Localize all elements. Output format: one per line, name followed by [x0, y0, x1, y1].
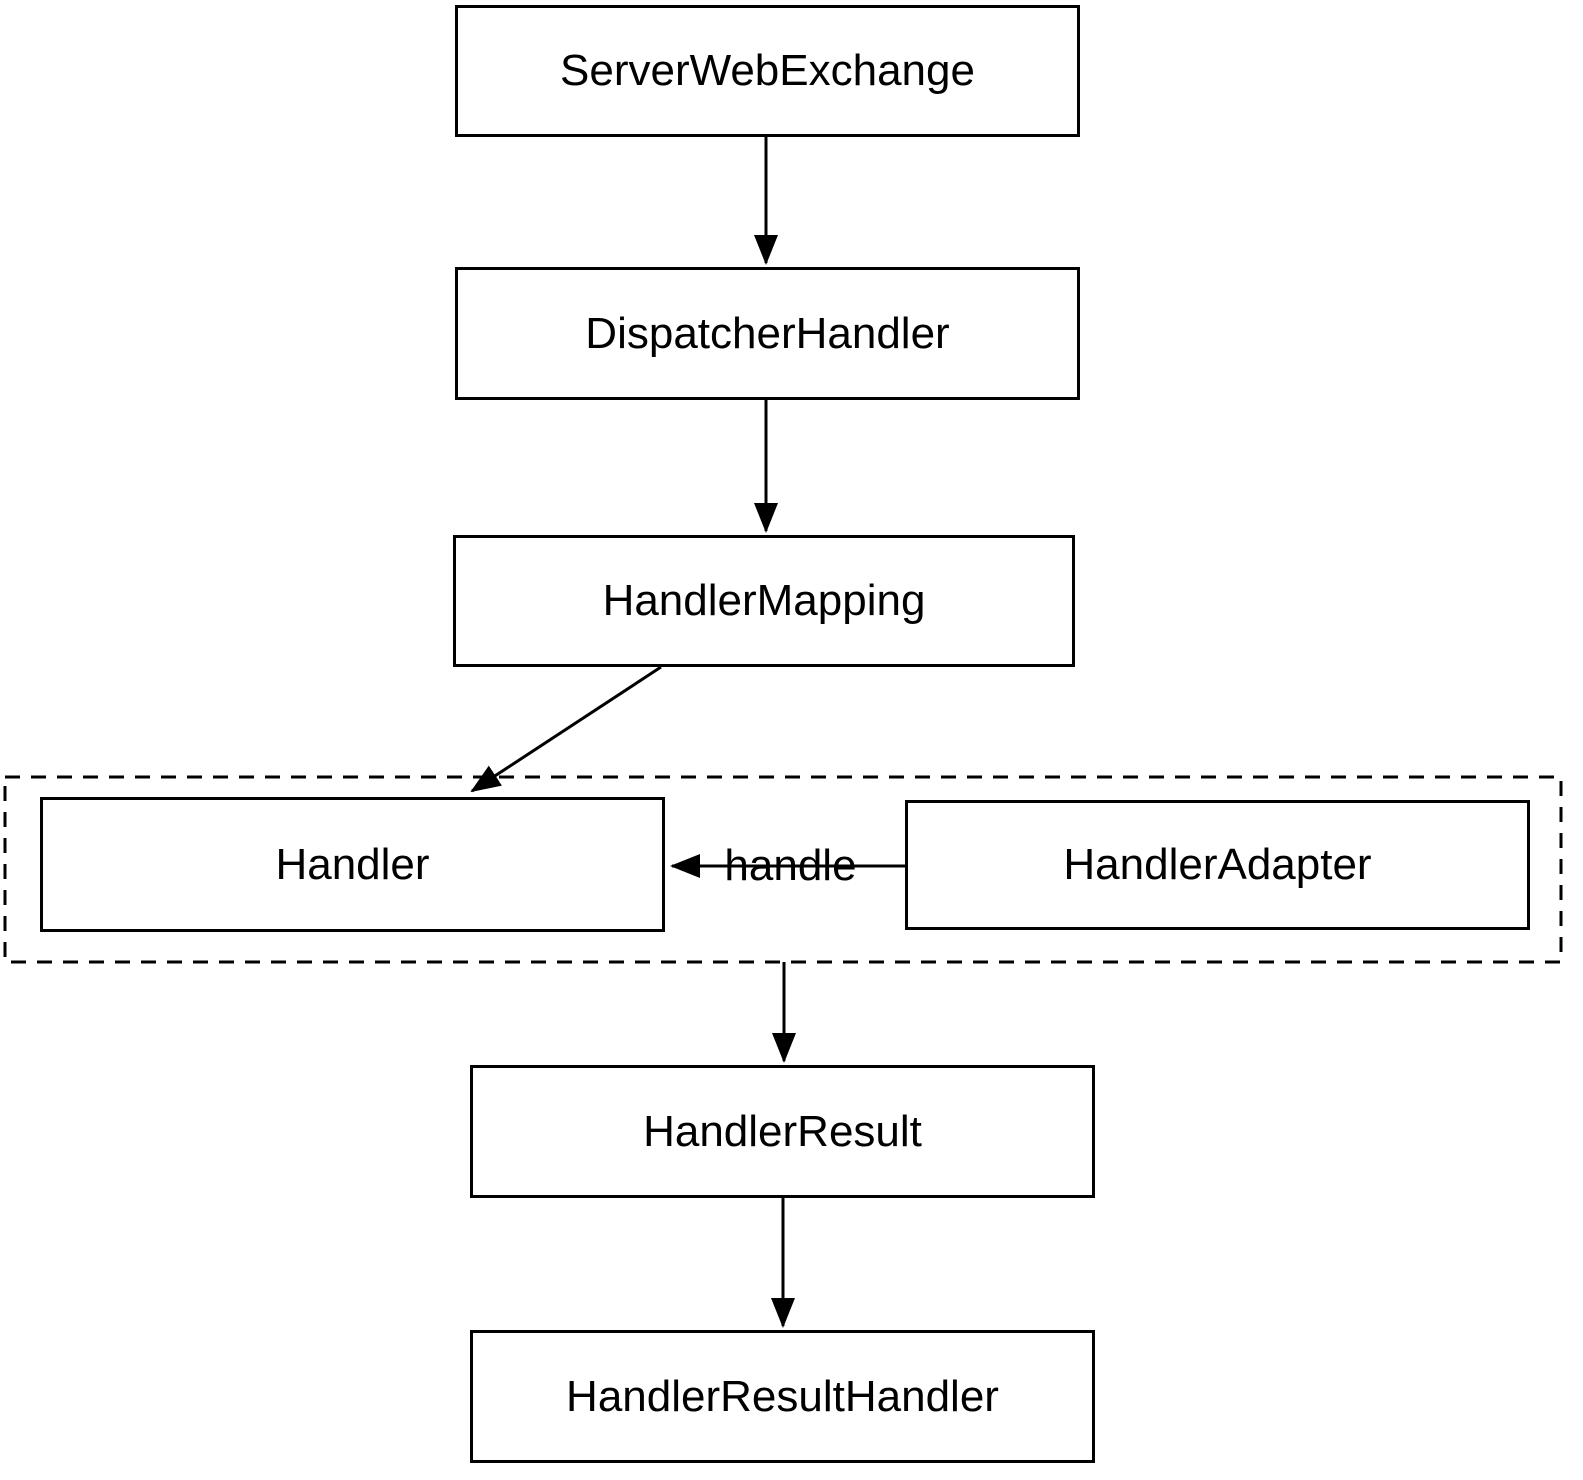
node-handleradapter: HandlerAdapter	[905, 800, 1530, 930]
edge-label-handle: handle	[724, 841, 857, 890]
node-label: ServerWebExchange	[560, 46, 975, 95]
node-handler: Handler	[40, 797, 665, 932]
node-label: DispatcherHandler	[585, 308, 950, 358]
node-label: HandlerResultHandler	[566, 1371, 999, 1421]
node-dispatcherhandler: DispatcherHandler	[455, 267, 1080, 400]
node-label: HandlerResult	[643, 1106, 922, 1156]
node-label: Handler	[275, 839, 430, 889]
node-label: HandlerMapping	[602, 576, 926, 625]
node-serverwebexchange: ServerWebExchange	[455, 5, 1080, 137]
node-handlerresulthandler: HandlerResultHandler	[470, 1330, 1095, 1463]
edge-handlermapping-handler	[470, 665, 662, 793]
node-handlermapping: HandlerMapping	[453, 535, 1075, 667]
node-handlerresult: HandlerResult	[470, 1065, 1095, 1198]
node-label: HandlerAdapter	[1063, 840, 1372, 889]
